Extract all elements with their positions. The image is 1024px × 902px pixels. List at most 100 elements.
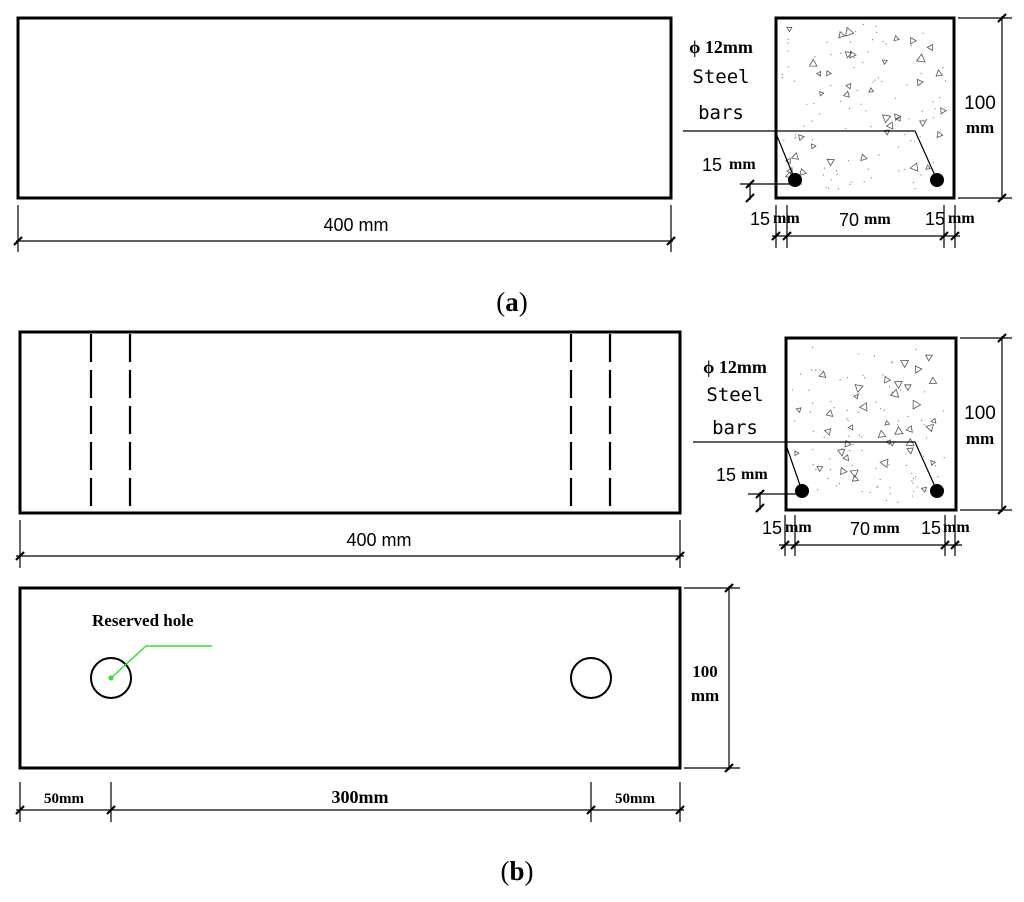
aggregate-dot xyxy=(944,80,947,82)
height-num-b: 100 xyxy=(964,403,996,424)
cover-num-a: 15 xyxy=(702,155,722,175)
aggregate-dot xyxy=(860,103,862,105)
aggregate-mark xyxy=(851,474,860,482)
caption-a: (a) xyxy=(496,287,528,317)
aggregate-texture-b xyxy=(791,346,945,503)
aggregate-dot xyxy=(907,415,909,418)
aggregate-mark xyxy=(936,130,944,139)
aggregate-mark xyxy=(930,417,937,424)
aggregate-dot xyxy=(858,434,861,436)
reserved-hole-left xyxy=(90,657,132,699)
bottom-right-unit-b: mm xyxy=(943,519,970,536)
bar-label-line3-a: bars xyxy=(698,102,744,124)
aggregate-dot xyxy=(939,96,941,98)
plan-view-b: Reserved hole xyxy=(18,586,682,770)
length-label-b: 400 mm xyxy=(346,530,411,550)
aggregate-dot xyxy=(891,362,893,364)
aggregate-dot xyxy=(881,80,883,82)
aggregate-mark xyxy=(790,152,799,160)
aggregate-dot xyxy=(819,369,821,371)
aggregate-dot xyxy=(781,77,783,79)
aggregate-mark xyxy=(819,90,825,97)
aggregate-mark xyxy=(920,486,928,493)
aggregate-dot xyxy=(846,418,848,420)
aggregate-dot xyxy=(828,71,830,73)
cover-dimension-a: 15 mm xyxy=(702,155,790,203)
aggregate-dot xyxy=(925,437,928,439)
section-outline-a xyxy=(774,16,956,200)
aggregate-dot xyxy=(844,127,847,129)
aggregate-dot xyxy=(872,81,874,83)
aggregate-mark xyxy=(838,30,846,39)
aggregate-dot xyxy=(822,174,824,176)
aggregate-dot xyxy=(826,41,828,44)
aggregate-dot xyxy=(942,67,944,69)
aggregate-dot xyxy=(795,134,797,136)
aggregate-dot xyxy=(808,389,810,391)
aggregate-mark xyxy=(881,59,889,66)
cross-section-a xyxy=(683,16,956,200)
bottom-mid-unit-a: mm xyxy=(864,211,891,228)
aggregate-dot xyxy=(829,410,831,412)
bottom-left-num-b: 15 xyxy=(762,518,782,538)
bar-label-line2-b: Steel xyxy=(706,384,763,406)
aggregate-dot xyxy=(920,174,922,176)
aggregate-dot xyxy=(836,173,838,176)
aggregate-mark xyxy=(795,407,802,414)
aggregate-mark xyxy=(915,53,926,63)
aggregate-mark xyxy=(786,26,793,33)
aggregate-mark xyxy=(815,70,821,77)
bottom-mid-unit-b: mm xyxy=(873,520,900,537)
aggregate-dot xyxy=(875,25,877,27)
aggregate-dot xyxy=(838,483,841,485)
bottom-left-unit-a: mm xyxy=(773,210,800,227)
plan-height-num: 100 xyxy=(692,662,718,681)
bottom-left-unit-b: mm xyxy=(785,519,812,536)
aggregate-dot xyxy=(934,108,936,110)
aggregate-dot xyxy=(904,385,906,387)
aggregate-dot xyxy=(819,113,821,115)
aggregate-dot xyxy=(910,139,912,142)
aggregate-dot xyxy=(923,424,925,426)
aggregate-dot xyxy=(787,66,790,68)
aggregate-dot xyxy=(823,436,825,438)
aggregate-dot xyxy=(848,435,850,437)
aggregate-mark xyxy=(818,370,827,379)
aggregate-mark xyxy=(853,393,859,400)
aggregate-dot xyxy=(849,41,852,43)
aggregate-dot xyxy=(830,53,832,56)
aggregate-dot xyxy=(846,377,849,379)
aggregate-dot xyxy=(897,424,899,426)
aggregate-texture-a xyxy=(781,23,948,190)
aggregate-mark xyxy=(893,34,900,42)
aggregate-dot xyxy=(915,348,917,350)
aggregate-dot xyxy=(942,410,945,412)
aggregate-mark xyxy=(884,375,892,384)
aggregate-dot xyxy=(846,409,848,411)
aggregate-mark xyxy=(912,399,922,410)
aggregate-dot xyxy=(858,411,860,413)
aggregate-mark xyxy=(928,376,938,385)
aggregate-mark xyxy=(845,26,855,37)
aggregate-dot xyxy=(812,430,814,432)
aggregate-mark xyxy=(794,450,800,457)
aggregate-dot xyxy=(835,485,837,487)
aggregate-dot xyxy=(875,401,877,403)
aggregate-dot xyxy=(853,66,855,69)
aggregate-mark xyxy=(842,453,850,462)
aggregate-dot xyxy=(852,443,854,445)
aggregate-mark xyxy=(845,82,852,90)
aggregate-dot xyxy=(861,491,863,493)
aggregate-dot xyxy=(897,146,899,148)
aggregate-dot xyxy=(794,137,796,139)
aggregate-dot xyxy=(915,476,917,478)
aggregate-dot xyxy=(812,448,814,451)
aggregate-dot xyxy=(897,420,900,422)
aggregate-dot xyxy=(806,103,808,105)
aggregate-dot xyxy=(863,181,865,183)
bottom-dimension-b: 15 mm 70 mm 15 mm xyxy=(762,515,970,556)
aggregate-dot xyxy=(875,468,877,470)
aggregate-mark xyxy=(883,129,891,136)
aggregate-dot xyxy=(812,464,814,466)
